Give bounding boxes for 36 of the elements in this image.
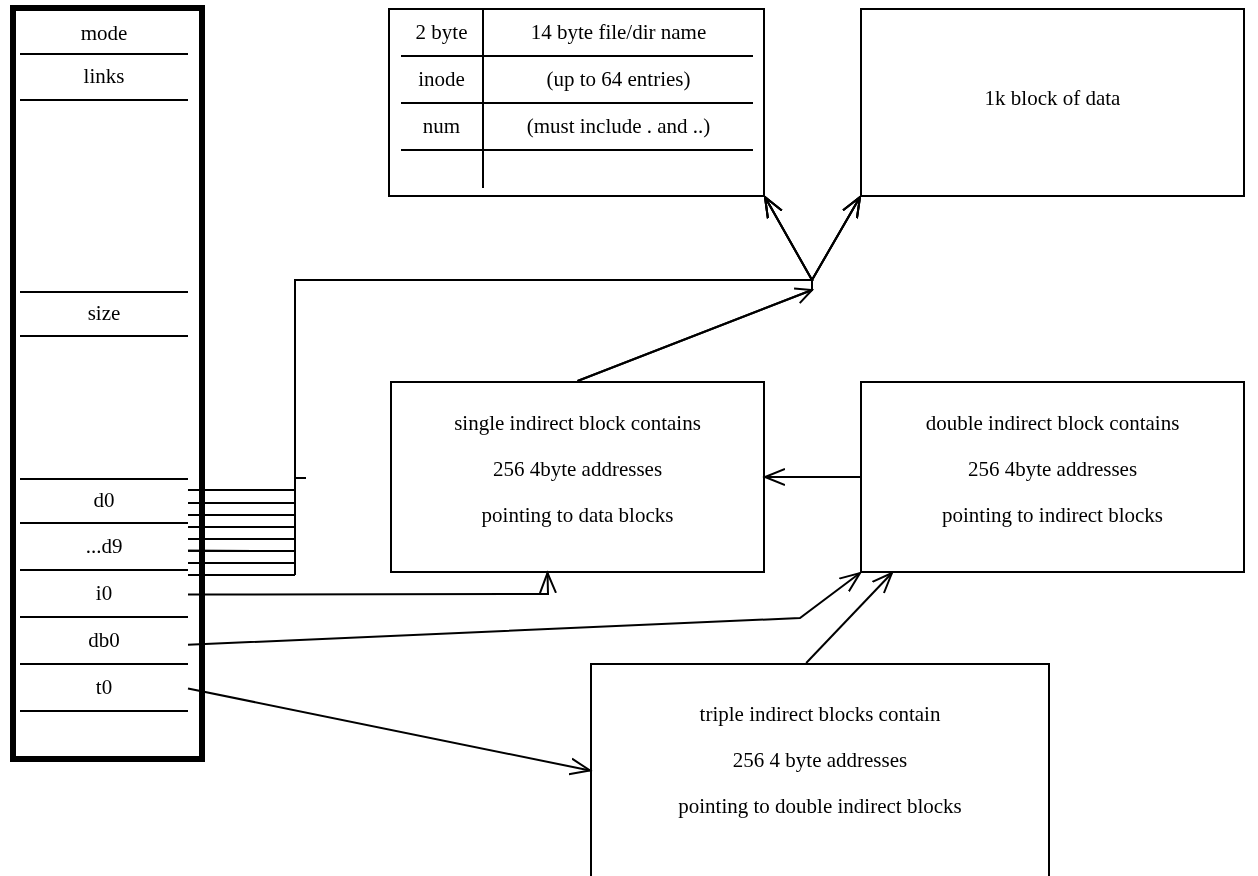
block-box	[590, 663, 1050, 876]
inode-field: links	[20, 55, 188, 101]
arrow	[187, 687, 591, 776]
table-cell-text: (up to 64 entries)	[545, 65, 692, 93]
inode-box	[10, 5, 205, 762]
inode-field: t0	[20, 665, 188, 712]
block-text: triple indirect blocks contain	[699, 701, 941, 728]
directory-block	[388, 8, 765, 197]
arrow	[187, 572, 557, 596]
block-text: 256 4byte addresses	[967, 456, 1138, 483]
inode-field: i0	[20, 571, 188, 618]
inode-field: size	[20, 291, 188, 337]
table-cell: 2 byte	[401, 10, 484, 55]
block-text: 256 4byte addresses	[492, 456, 663, 483]
table-cell-text: 14 byte file/dir name	[529, 18, 708, 46]
block-box	[860, 381, 1245, 573]
block-text: 1k block of data	[984, 84, 1121, 112]
block-text: 256 4 byte addresses	[732, 747, 908, 774]
table-cell: inode	[401, 57, 484, 102]
block-text: pointing to double indirect blocks	[678, 793, 962, 820]
arrow	[576, 196, 861, 382]
arrow	[805, 572, 893, 664]
block-text: pointing to data blocks	[481, 502, 674, 529]
block-box	[390, 381, 765, 573]
arrow	[764, 468, 861, 486]
table-cell: num	[401, 104, 484, 149]
arrow	[187, 572, 861, 646]
inode-field: ...d9	[20, 524, 188, 571]
block-text: double indirect block contains	[925, 410, 1180, 437]
inode-field: d0	[20, 478, 188, 524]
block-text: single indirect block contains	[454, 410, 701, 437]
inode-field: mode	[20, 15, 188, 55]
table-cell-text: (must include . and ..)	[525, 112, 712, 140]
block-text: pointing to indirect blocks	[941, 502, 1164, 529]
block-box	[860, 8, 1245, 197]
inode-field: db0	[20, 618, 188, 665]
